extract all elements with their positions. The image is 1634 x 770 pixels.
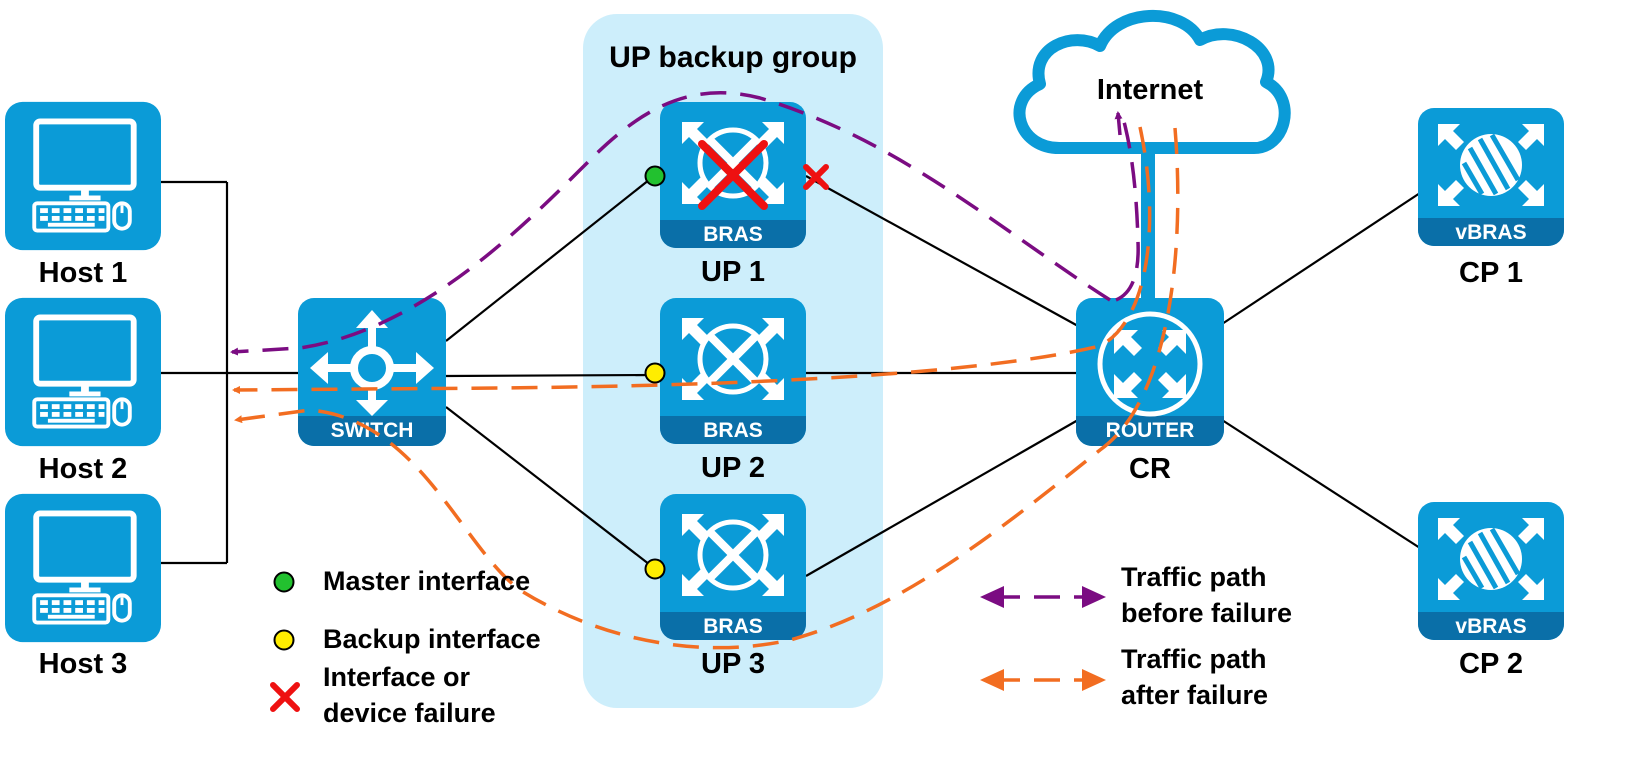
host-2-icon	[5, 298, 161, 446]
legend-after-failure-left-arrowhead	[980, 669, 1004, 691]
legend-backup-label: Backup interface	[323, 624, 541, 654]
router-tag: ROUTER	[1106, 419, 1195, 442]
legend-backup-dot	[273, 629, 295, 651]
up-3-backup-interface-dot	[644, 558, 666, 580]
legend-before-failure-left-arrowhead	[980, 586, 1004, 608]
up-2-label: UP 2	[701, 452, 765, 484]
up-1-tag: BRAS	[703, 223, 763, 246]
cp-2-label: CP 2	[1459, 648, 1523, 680]
legend-after-failure-right-arrowhead	[1082, 669, 1106, 691]
up-3-label: UP 3	[701, 648, 765, 680]
host-3-label: Host 3	[39, 648, 128, 680]
up-1-device-failure-icon	[698, 140, 768, 210]
host-3-icon	[5, 494, 161, 642]
host-1-label: Host 1	[39, 257, 128, 289]
cp-2-tag: vBRAS	[1455, 615, 1526, 638]
up-1-interface-failure-icon	[803, 164, 829, 190]
traffic-path-after-failure-via-up3	[234, 127, 1180, 650]
legend-before-failure-label-line2: before failure	[1121, 598, 1292, 628]
legend-before-failure-right-arrowhead	[1082, 586, 1106, 608]
links	[160, 175, 1421, 577]
legend-before-failure-label-line1: Traffic path	[1121, 562, 1267, 592]
up-3-tag: BRAS	[703, 615, 763, 638]
traffic-path-before-arrowhead-top	[1114, 111, 1123, 136]
host-2-label: Host 2	[39, 453, 128, 485]
legend-after-failure-label-line2: after failure	[1121, 680, 1268, 710]
up-2-backup-interface-dot	[644, 362, 666, 384]
traffic-path-before-failure	[232, 90, 1140, 352]
legend-failure-label-line2: device failure	[323, 698, 496, 728]
traffic-path-after-failure-via-up2	[232, 126, 1152, 394]
router-label: CR	[1129, 453, 1171, 485]
up-1-master-interface-dot	[644, 165, 666, 187]
legend-failure-icon	[270, 682, 300, 712]
legend-failure-label-line1: Interface or	[323, 662, 471, 692]
up-backup-group-title: UP backup group	[609, 41, 857, 74]
cp-1-label: CP 1	[1459, 257, 1523, 289]
cp-1-tag: vBRAS	[1455, 221, 1526, 244]
legend-master-label: Master interface	[323, 566, 530, 596]
up-1-label: UP 1	[701, 256, 765, 288]
legend-after-failure-label-line1: Traffic path	[1121, 644, 1267, 674]
host-1-icon	[5, 102, 161, 250]
legend-master-dot	[273, 571, 295, 593]
internet-cloud: Internet	[1013, 9, 1291, 154]
internet-label: Internet	[1097, 74, 1204, 106]
up-2-tag: BRAS	[703, 419, 763, 442]
